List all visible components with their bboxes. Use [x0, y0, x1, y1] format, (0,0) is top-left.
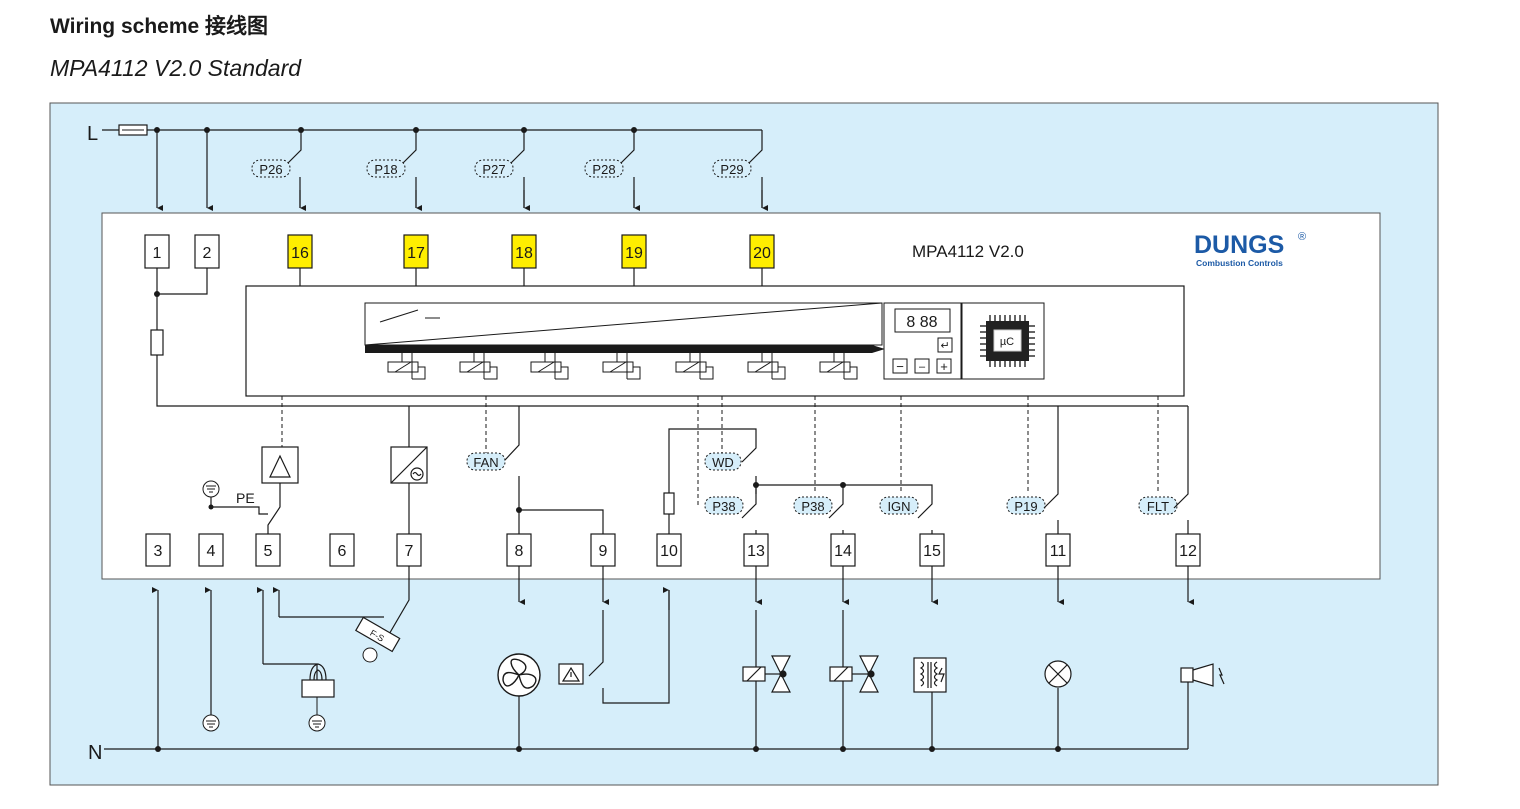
terminal-5: 5 [264, 543, 273, 560]
terminal-7: 7 [405, 543, 414, 560]
terminal-17: 17 [407, 245, 425, 262]
contact-label-p26: P26 [259, 162, 282, 177]
terminal-13: 13 [747, 543, 765, 560]
gas-valve-2-icon [829, 655, 879, 693]
terminal-15: 15 [923, 543, 941, 560]
pe-earth-icon [202, 480, 220, 498]
contact-label-p29: P29 [720, 162, 743, 177]
contact-label-wd: WD [712, 455, 734, 470]
line-label: L [87, 123, 98, 145]
mcu-label: µC [1000, 336, 1014, 348]
terminal-16: 16 [291, 245, 309, 262]
contact-label-p38-b: P38 [801, 499, 824, 514]
burner-earth-icon [308, 697, 326, 732]
gas-valve-1-icon [742, 655, 791, 693]
terminal-3: 3 [154, 543, 163, 560]
terminal-4: 4 [207, 543, 216, 560]
air-pressure-switch-icon [558, 663, 584, 685]
terminal-6: 6 [338, 543, 347, 560]
contact-label-p27: P27 [482, 162, 505, 177]
terminal-19: 19 [625, 245, 643, 262]
enter-button[interactable]: ↵ [937, 337, 953, 353]
plus-button[interactable]: + [936, 358, 952, 374]
brand-logo: DUNGS [1194, 231, 1284, 259]
minus-key-glyph: − [896, 359, 904, 374]
contact-label-fan: FAN [473, 455, 498, 470]
terminal-14: 14 [834, 543, 852, 560]
brand-registered-mark: ® [1298, 231, 1306, 243]
terminal-9: 9 [599, 543, 608, 560]
device-model: MPA4112 V2.0 [912, 242, 1024, 261]
neutral-label: N [88, 742, 102, 764]
terminal-12: 12 [1179, 543, 1197, 560]
terminal-2: 2 [203, 245, 212, 262]
terminal-10: 10 [660, 543, 678, 560]
burner-flame-icon [301, 663, 335, 698]
contact-label-flt: FLT [1147, 499, 1169, 514]
ignition-transformer-icon [913, 657, 947, 693]
dash-button[interactable]: – [914, 358, 930, 374]
contact-label-p38-a: P38 [712, 499, 735, 514]
dash-key-glyph: – [919, 361, 926, 373]
flame-sensor-icon: F-S [354, 616, 401, 663]
terminal-20: 20 [753, 245, 771, 262]
terminal-18: 18 [515, 245, 533, 262]
earth-icon [202, 714, 220, 732]
pe-label: PE [236, 490, 255, 506]
lamp-icon [1044, 660, 1072, 688]
contact-label-p19: P19 [1014, 499, 1037, 514]
fan-motor-icon [497, 653, 541, 697]
seven-segment-display: 8 88 [906, 314, 937, 331]
contact-label-p28: P28 [592, 162, 615, 177]
minus-button[interactable]: − [892, 358, 908, 374]
contact-label-ign: IGN [887, 499, 910, 514]
terminal-11: 11 [1050, 543, 1067, 560]
brand-tagline: Combustion Controls [1196, 258, 1283, 268]
page-subtitle: MPA4112 V2.0 Standard [50, 55, 302, 81]
terminal-8: 8 [515, 543, 524, 560]
alarm-horn-icon [1180, 663, 1225, 687]
terminal-1: 1 [153, 245, 162, 262]
plus-key-glyph: + [940, 359, 948, 374]
page-title: Wiring scheme 接线图 [50, 15, 269, 38]
contact-label-p18: P18 [374, 162, 397, 177]
enter-key-glyph: ↵ [940, 340, 949, 352]
microcontroller-icon: µC [980, 315, 1035, 367]
flame-amplifier [261, 446, 299, 484]
